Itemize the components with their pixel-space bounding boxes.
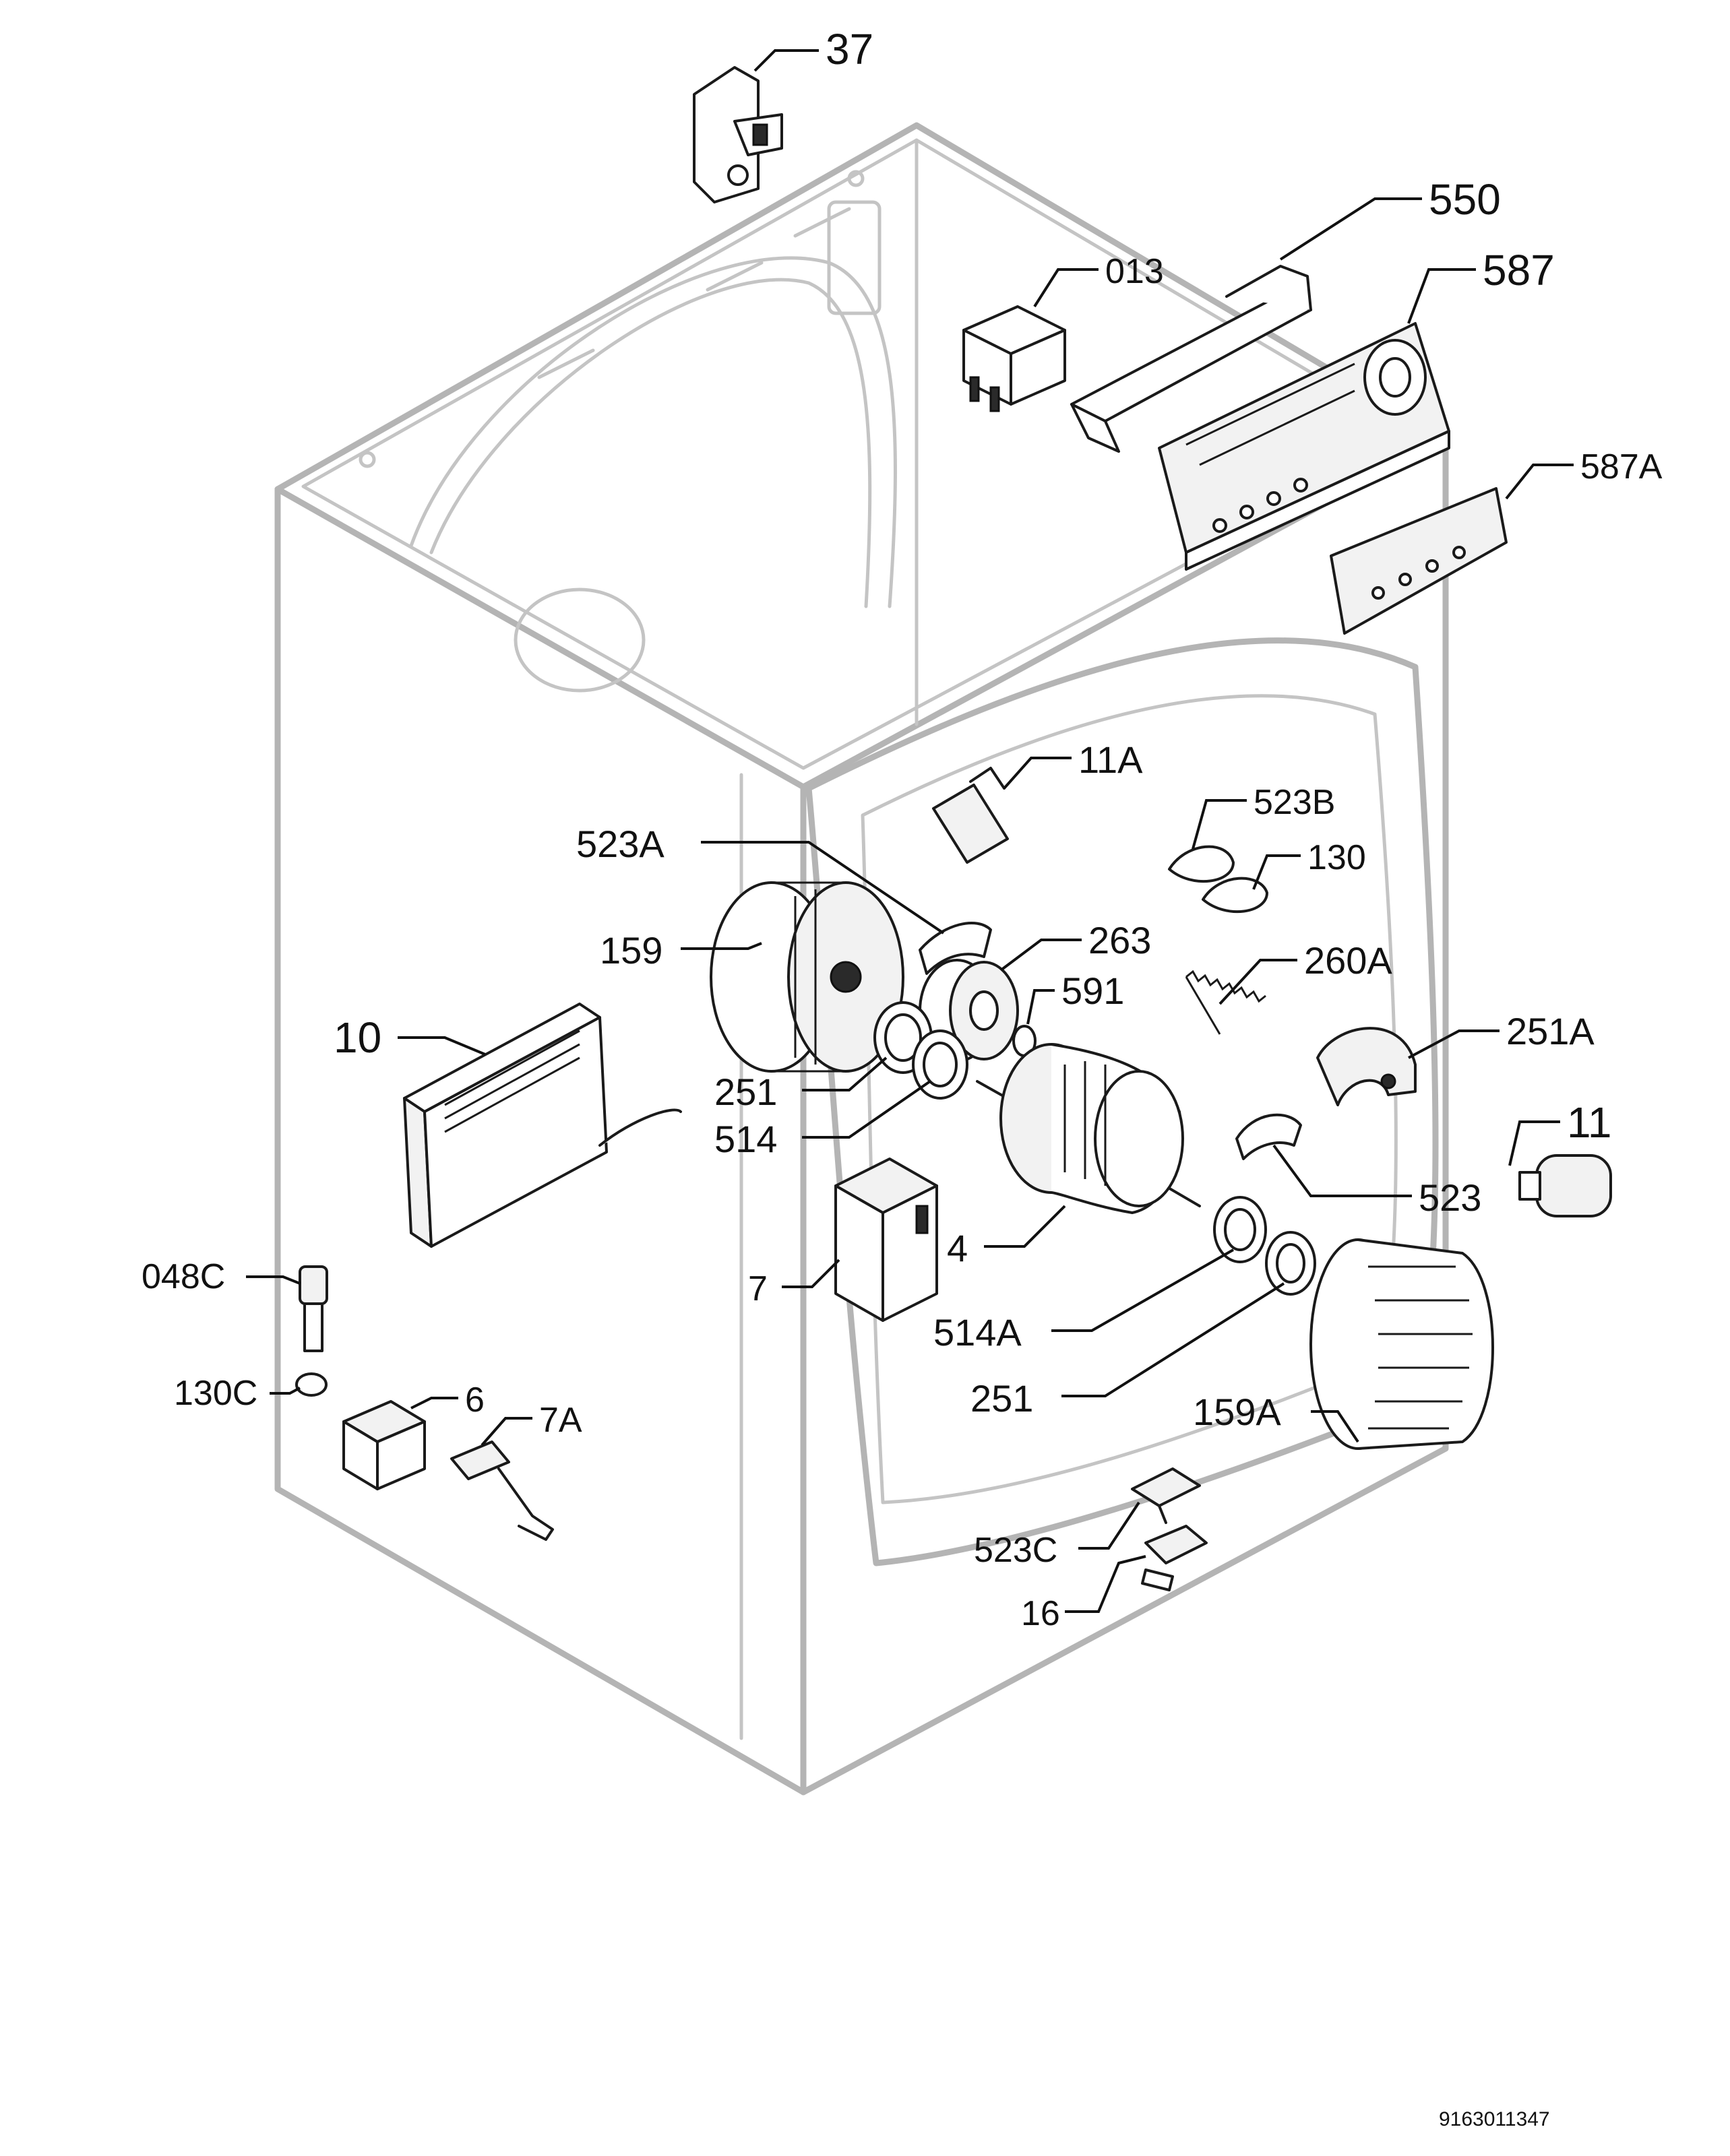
part-11-capacitor [1518, 1154, 1612, 1217]
callout-159: 159 [600, 929, 662, 972]
part-587A-display-board [1330, 487, 1508, 635]
part-013-relay [962, 305, 1066, 412]
callout-514A: 514A [933, 1311, 1022, 1354]
callout-4: 4 [947, 1227, 968, 1269]
part-550-cover [1070, 265, 1312, 453]
callout-159A: 159A [1193, 1391, 1281, 1433]
part-523A-bracket [919, 922, 992, 975]
callout-591: 591 [1061, 970, 1124, 1012]
callout-130: 130 [1307, 838, 1366, 877]
part-130C-grommet [295, 1372, 328, 1397]
callout-514: 514 [714, 1118, 777, 1160]
part-523C-switch [1131, 1467, 1201, 1524]
callout-251A: 251A [1506, 1010, 1595, 1052]
callout-523A: 523A [576, 823, 665, 865]
catalog-number: 9163011347 [1439, 2108, 1550, 2130]
callout-6: 6 [465, 1381, 485, 1420]
callout-263: 263 [1088, 919, 1151, 961]
part-048C-sensor [299, 1265, 328, 1352]
callout-7: 7 [748, 1269, 768, 1308]
part-7A-microswitch [450, 1440, 554, 1541]
callout-130C: 130C [174, 1374, 257, 1413]
part-260A-spring [1185, 970, 1266, 1035]
part-130-ring [1202, 877, 1268, 914]
callout-11: 11 [1567, 1098, 1611, 1147]
part-16-switch [1141, 1525, 1208, 1591]
callout-013: 013 [1105, 252, 1164, 291]
part-159-fan-wheel [710, 881, 904, 1073]
part-37-door-lock [693, 66, 783, 203]
part-251A-shield [1316, 1027, 1417, 1106]
leader-lines [246, 49, 1574, 1613]
callout-048C: 048C [142, 1257, 225, 1296]
callout-251-upper: 251 [714, 1071, 777, 1113]
callout-7A: 7A [539, 1401, 582, 1440]
part-6-thermostat [342, 1400, 426, 1490]
callout-587A: 587A [1580, 447, 1663, 486]
part-514A-bearing [1213, 1196, 1267, 1263]
part-159A-blower-fan [1309, 1238, 1494, 1450]
callout-550: 550 [1429, 175, 1501, 224]
part-523-bracket [1235, 1113, 1302, 1160]
callout-587: 587 [1483, 246, 1555, 294]
part-523B-clip [1168, 845, 1235, 883]
part-514-bearing [912, 1029, 968, 1100]
callout-251-lower: 251 [970, 1377, 1033, 1420]
part-11A-capacitor [932, 767, 1009, 864]
part-10-heater [403, 1003, 682, 1248]
callout-labels: 37 550 013 587 587A 11A 523B 130 523A 26… [142, 25, 1663, 2130]
callout-523B: 523B [1254, 783, 1335, 822]
callout-10: 10 [334, 1013, 381, 1062]
part-7-module [834, 1158, 938, 1322]
callout-11A: 11A [1078, 738, 1143, 781]
callout-16: 16 [1021, 1594, 1060, 1633]
part-4-motor [976, 1043, 1201, 1214]
callout-523: 523 [1419, 1176, 1481, 1219]
callout-260A: 260A [1304, 939, 1392, 982]
part-587-control-board [1158, 322, 1450, 571]
callout-37: 37 [826, 25, 873, 73]
part-251-bearing-lower [1265, 1231, 1316, 1296]
callout-523C: 523C [974, 1531, 1057, 1570]
